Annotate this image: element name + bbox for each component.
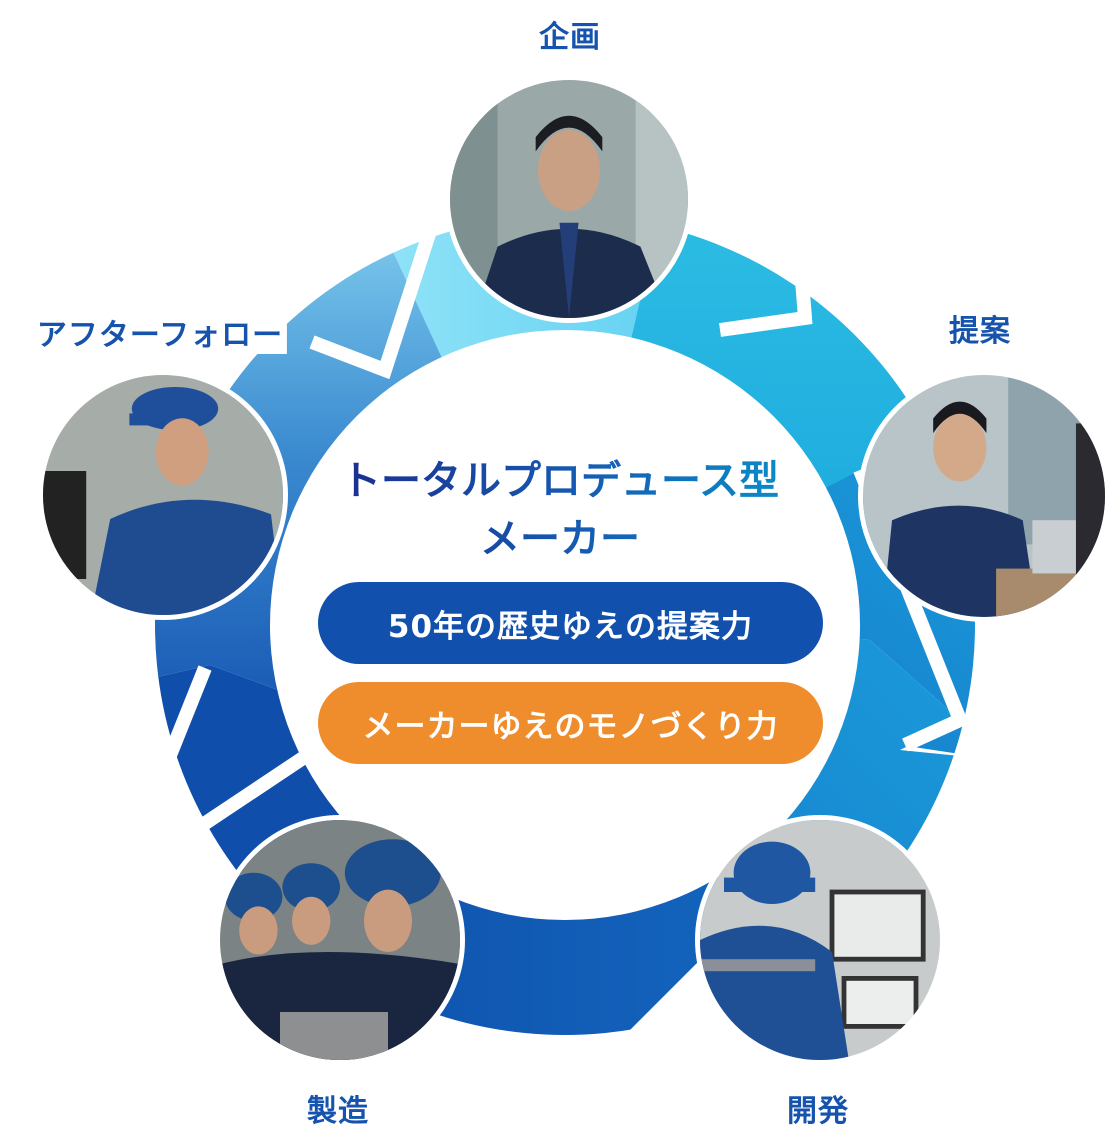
stage-label-manufacturing: 製造 xyxy=(307,1094,369,1129)
manufacturing-strength-pill: メーカーゆえのモノづくり力 xyxy=(318,682,823,764)
photo-proposal xyxy=(858,370,1110,622)
photo-after-follow xyxy=(38,370,288,620)
photo-manufacturing xyxy=(215,815,465,1065)
center-title-line1: トータルプロデュース型 xyxy=(341,458,779,504)
proposal-strength-pill: 50年の歴史ゆえの提案力 xyxy=(318,582,823,664)
arrow-segment-planning-to-proposal xyxy=(565,205,1000,625)
photo-planning xyxy=(445,75,693,323)
stage-label-proposal: 提案 xyxy=(949,314,1011,349)
stage-label-planning: 企画 xyxy=(539,20,601,55)
stage-label-after-follow: アフターフォロー xyxy=(32,310,288,354)
center-title: トータルプロデュース型 メーカー xyxy=(341,452,779,568)
photo-development xyxy=(695,815,945,1065)
stage-label-development: 開発 xyxy=(787,1094,849,1129)
center-title-line2: メーカー xyxy=(480,516,640,562)
